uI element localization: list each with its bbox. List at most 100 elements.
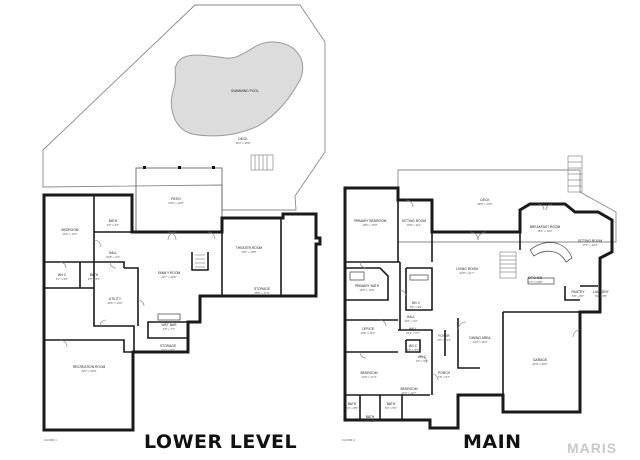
kitchen-island <box>527 277 555 285</box>
room-dims: 24'8" x 21'7" <box>459 271 474 275</box>
room-dims: 14'9" x 11'0" <box>472 340 487 344</box>
deck-stairs <box>250 154 274 171</box>
room-label: RECREATION ROOM <box>73 365 106 369</box>
main-exterior-walls <box>343 186 614 430</box>
room-label: W/I C <box>418 355 427 359</box>
floor-number: FLOOR 2 <box>342 438 355 442</box>
room-label: SWIMMING POOL <box>231 89 259 93</box>
room-label: W/I C <box>412 301 421 305</box>
room-dims: 11'0" x 3'2" <box>404 319 418 323</box>
lower-exterior-walls <box>42 193 322 432</box>
room-label: GARAGE <box>533 358 548 362</box>
room-label: W/I C <box>58 273 67 277</box>
brand-watermark: MARIS <box>567 440 618 456</box>
lower-level-title: LOWER LEVEL <box>144 431 298 453</box>
room-label: STORAGE <box>160 344 177 348</box>
room-label: PRIMARY BEDROOM <box>354 219 387 223</box>
room-dims: 4'5" x 5'0" <box>416 359 428 363</box>
room-dims: 10'6" x 14'0" <box>107 301 122 305</box>
room-dims: 5'8" x 8'0" <box>572 294 584 298</box>
room-label: BEDROOM <box>61 228 78 232</box>
room-label: DECK <box>238 137 248 141</box>
primary-bath-tub <box>349 271 365 281</box>
room-label: SITTING ROOM <box>402 219 426 223</box>
lower-interior-walls <box>44 195 282 353</box>
room-dims: 10'2" x 5'7" <box>406 331 420 335</box>
room-label: OFFICE <box>362 327 375 331</box>
room-label: UTILITY <box>109 297 122 301</box>
room-label: W/I C <box>409 344 418 348</box>
room-label: DECK <box>480 198 490 202</box>
room-dims: 22'0" x 30'9" <box>532 362 547 366</box>
room-dims: 26'8" x 17'9" <box>254 291 269 295</box>
room-dims: 5'7" x 6'0" <box>56 277 68 281</box>
room-label: PATIO <box>171 197 181 201</box>
main-stairs <box>499 251 517 279</box>
room-label: FAMILY ROOM <box>158 271 181 275</box>
room-label: LAUNDRY <box>593 290 609 294</box>
room-dims: 48'5" x 14'5" <box>477 202 492 206</box>
room-dims: 23'0" x 13'8" <box>168 201 183 205</box>
room-dims: 13'6" x 11'0" <box>360 331 375 335</box>
room-dims: 14'4" x 12'7" <box>401 391 416 395</box>
wet-bar-counter <box>157 313 181 321</box>
main-deck-stairs <box>567 155 583 193</box>
room-dims: 7'8" x 10'4" <box>437 338 451 342</box>
room-label: BEDROOM <box>400 387 417 391</box>
room-label: BATH <box>109 219 118 223</box>
room-dims: 5'0" x 8'5" <box>346 406 358 410</box>
room-label: STORAGE <box>254 287 271 291</box>
room-label: FOYER <box>438 334 450 338</box>
main-room-labels: DECK 48'5" x 14'5" PRIMARY BEDROOM 19'6"… <box>346 198 610 423</box>
lower-room-labels: SWIMMING POOL DECK 30'4" x 45'8" PATIO 2… <box>56 89 271 373</box>
main-doors <box>359 199 581 381</box>
room-label: PRIMARY BATH <box>355 284 380 288</box>
vanity <box>409 274 429 281</box>
room-dims: 9'4" x 5'9" <box>364 419 376 423</box>
room-dims: 9'2" x 9'3" <box>107 223 119 227</box>
room-dims: 17'1" x 12'3" <box>582 243 597 247</box>
room-dims: 5'5" x 9'2" <box>410 305 422 309</box>
lower-stairs <box>195 254 205 268</box>
room-dims: 10'8" x 11'1" <box>406 223 421 227</box>
room-dims: 19'6" x 16'0" <box>362 223 377 227</box>
room-dims: 10'8" x 4'3" <box>106 255 120 259</box>
room-label: DINING AREA <box>469 336 491 340</box>
room-label: LIVING ROOM <box>456 267 478 271</box>
room-label: HALL <box>407 315 415 319</box>
swimming-pool <box>170 41 304 137</box>
deck-outline <box>42 4 326 211</box>
room-dims: 7'8" x 8'7" <box>438 375 450 379</box>
room-dims: 30'4" x 45'8" <box>235 141 250 145</box>
room-dims: 16'8" x 10'0" <box>359 288 374 292</box>
room-dims: 16'2" x 18'8" <box>241 250 256 254</box>
room-dims: 16'0" x 6'8" <box>161 348 175 352</box>
kitchen-counter <box>529 242 573 263</box>
room-label: BATH <box>90 273 99 277</box>
room-dims: 9'3" x 8'1" <box>88 277 100 281</box>
lower-level-plan: SWIMMING POOL DECK 30'4" x 45'8" PATIO 2… <box>42 4 326 442</box>
room-dims: 9'0" x 7'7" <box>163 327 175 331</box>
room-label: SITTING ROOM <box>578 239 602 243</box>
room-label: BEDROOM <box>360 371 377 375</box>
room-label: THEATER ROOM <box>236 246 263 250</box>
main-level-plan: DECK 48'5" x 14'5" PRIMARY BEDROOM 19'6"… <box>342 155 617 442</box>
room-dims: 22'7" x 26'6" <box>161 275 176 279</box>
floor-number: FLOOR 1 <box>44 438 57 442</box>
room-dims: 8'3" x 8'5" <box>595 294 607 298</box>
room-label: HALL <box>109 251 117 255</box>
room-dims: 17'0" x 20'8" <box>527 280 542 284</box>
room-dims: 14'6" x 13'1" <box>62 232 77 236</box>
room-label: BATH <box>348 402 357 406</box>
room-dims: 15'1" x 13'2" <box>537 229 552 233</box>
room-dims: 13'0" x 17'4" <box>361 375 376 379</box>
room-label: BATH <box>366 415 375 419</box>
room-label: BATH <box>387 402 396 406</box>
room-label: WET BAR <box>162 323 178 327</box>
room-label: HALL <box>409 327 417 331</box>
room-dims: 22'2" x 40'3" <box>81 369 96 373</box>
room-label: BREAKFAST ROOM <box>530 225 561 229</box>
room-label: PORCH <box>438 371 451 375</box>
room-dims: 5'0" x 5'0" <box>385 406 397 410</box>
